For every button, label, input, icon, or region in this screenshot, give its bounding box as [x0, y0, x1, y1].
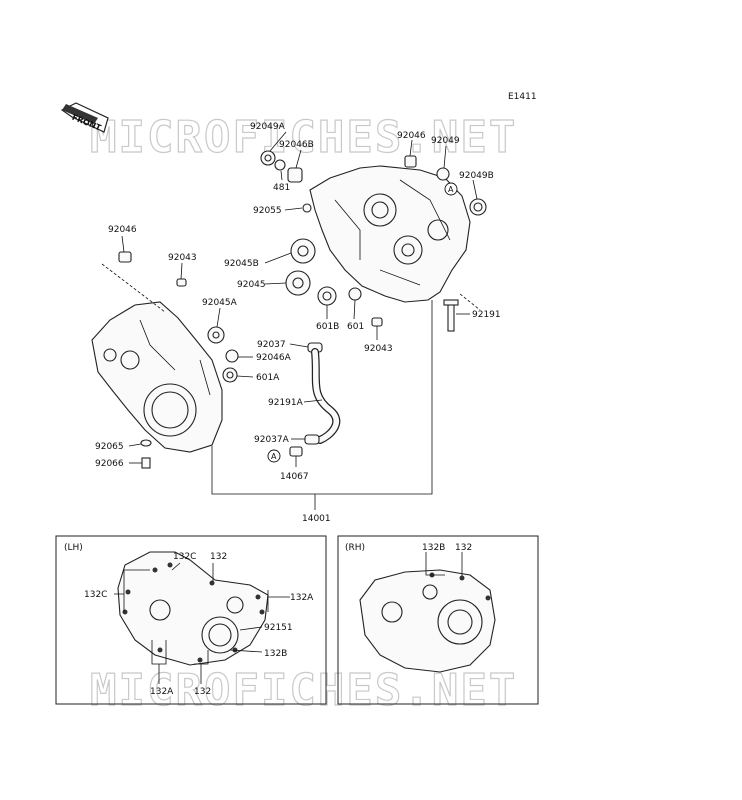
label-92065: 92065 — [95, 442, 124, 452]
watermark-bottom: MICROFICHES.NET — [90, 665, 517, 716]
lh-label-132C-b: 132C — [173, 552, 196, 562]
bearing-92049 — [436, 167, 450, 181]
rh-detail-box: (RH) 132B 132 — [337, 535, 539, 705]
circle-a-marker-1: A — [444, 182, 458, 196]
svg-text:A: A — [271, 452, 277, 461]
lh-label-132-bottom: 132 — [194, 687, 211, 697]
label-92191: 92191 — [472, 310, 501, 320]
label-92037: 92037 — [257, 340, 286, 350]
leader-lines — [101, 131, 481, 510]
label-601A: 601A — [256, 373, 280, 383]
lh-label-92151: 92151 — [264, 623, 293, 633]
lh-label-132C-a: 132C — [84, 590, 107, 600]
bearing-92046A — [225, 349, 239, 363]
bearing-92045B — [290, 238, 316, 264]
hose-92191A — [311, 348, 341, 444]
label-92049: 92049 — [431, 136, 460, 146]
label-92046-left: 92046 — [108, 225, 137, 235]
bearing-92046B — [287, 167, 303, 183]
clamp-92037A — [304, 434, 320, 445]
circlip-481 — [274, 159, 286, 171]
right-crankcase-half — [309, 165, 471, 303]
label-92055: 92055 — [253, 206, 282, 216]
rh-label-132: 132 — [455, 543, 472, 553]
circle-a-marker-2: A — [267, 449, 281, 463]
label-601: 601 — [347, 322, 364, 332]
pin-92043-mid — [371, 317, 383, 327]
bearing-92045A — [207, 326, 225, 344]
lh-title: (LH) — [64, 543, 83, 553]
label-92191A: 92191A — [268, 398, 304, 408]
pin-92043-left — [176, 278, 187, 287]
diagram-code: E1411 — [508, 92, 537, 102]
bearing-601 — [348, 287, 362, 301]
lh-label-132A-right: 132A — [290, 593, 314, 603]
lh-label-132A-bottom: 132A — [150, 687, 174, 697]
oring-92055 — [302, 203, 312, 213]
label-601B: 601B — [316, 322, 339, 332]
label-92037A: 92037A — [254, 435, 290, 445]
washer-92065 — [140, 439, 152, 447]
left-crankcase-half — [91, 301, 223, 453]
bearing-92049A — [260, 150, 276, 166]
bolt-92191 — [443, 299, 459, 332]
bearing-601A — [222, 367, 238, 383]
bearing-92046-left — [118, 251, 132, 263]
label-481: 481 — [273, 183, 290, 193]
label-92046-top: 92046 — [397, 131, 426, 141]
label-92049B: 92049B — [459, 171, 494, 181]
label-92045B: 92045B — [224, 259, 259, 269]
lh-detail-box: (LH) 132C 132C 132 132A 92151 132B 132A … — [55, 535, 327, 705]
label-92043-left: 92043 — [168, 253, 197, 263]
lh-label-132B: 132B — [264, 649, 287, 659]
label-92046B: 92046B — [279, 140, 314, 150]
rh-label-132B: 132B — [422, 543, 445, 553]
front-arrow-icon: FRONT — [60, 102, 109, 133]
bearing-92045 — [285, 270, 311, 296]
label-92066: 92066 — [95, 459, 124, 469]
bearing-92049B — [469, 198, 487, 216]
callout-labels: 92049A 92046B 481 92055 92046 92049 9204… — [95, 122, 501, 524]
label-92045A: 92045A — [202, 298, 238, 308]
plug-92066 — [141, 457, 151, 469]
bearing-601B — [317, 286, 337, 306]
label-92045: 92045 — [237, 280, 266, 290]
lh-label-132-top: 132 — [210, 552, 227, 562]
svg-text:A: A — [448, 185, 454, 194]
label-14001: 14001 — [302, 514, 331, 524]
label-92046A: 92046A — [256, 353, 292, 363]
label-14067: 14067 — [280, 472, 309, 482]
fitting-14067 — [289, 446, 303, 457]
bearing-92046-top — [404, 155, 417, 168]
label-92049A: 92049A — [250, 122, 286, 132]
rh-title: (RH) — [345, 543, 365, 553]
label-92043-mid: 92043 — [364, 344, 393, 354]
